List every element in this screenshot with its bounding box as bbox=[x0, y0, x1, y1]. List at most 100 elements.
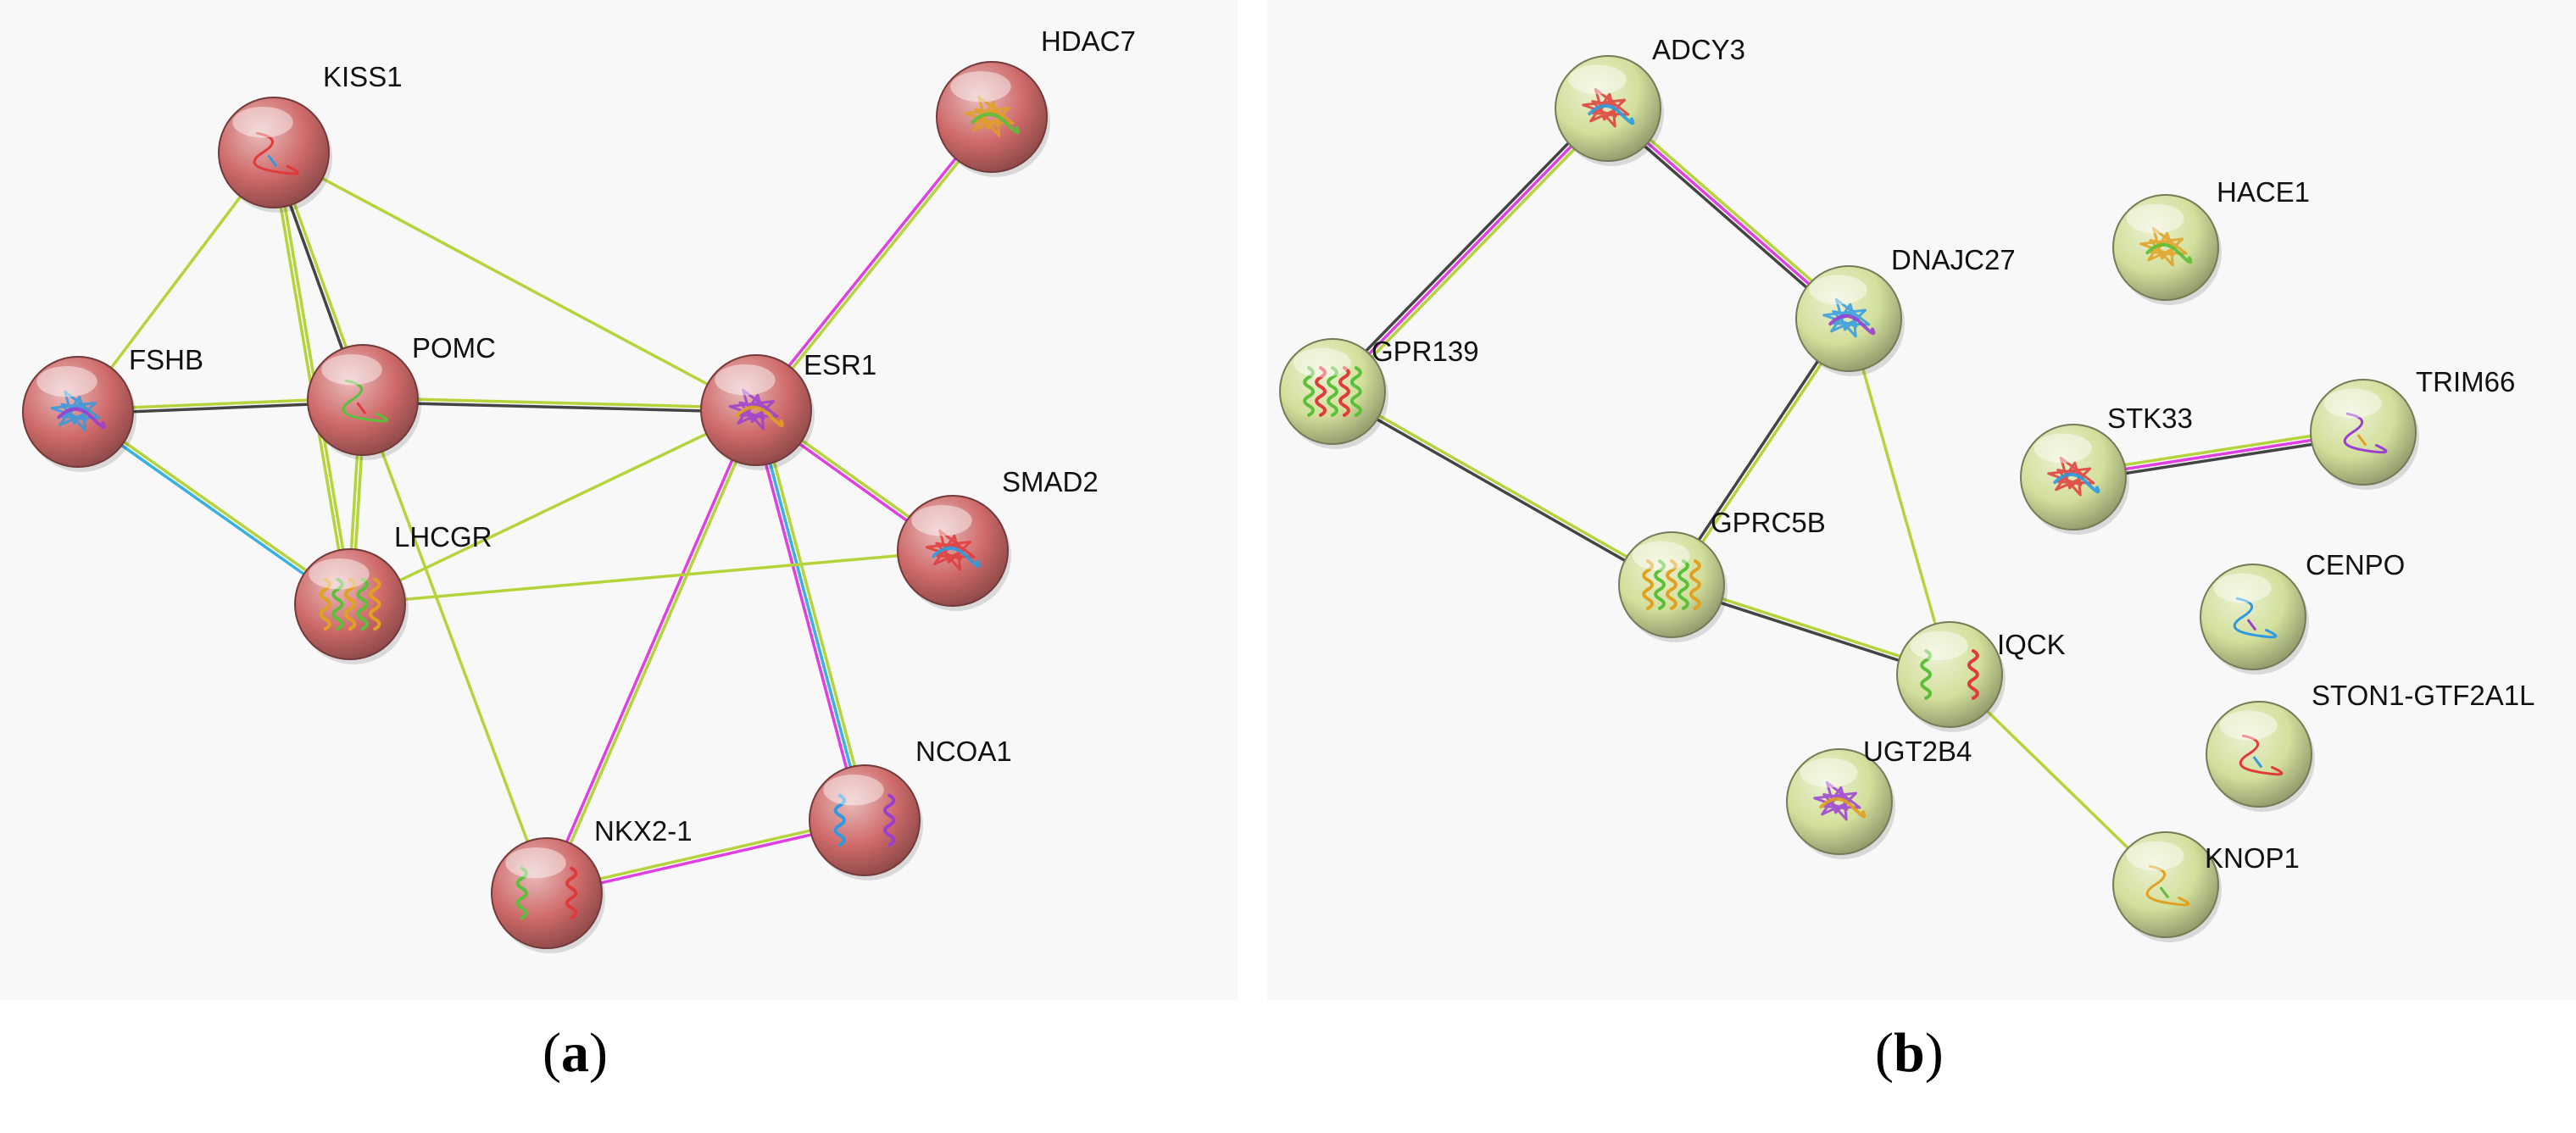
node-dnajc27[interactable]: DNAJC27 bbox=[1795, 244, 2016, 376]
protein-structure-icon bbox=[2139, 226, 2193, 267]
edge-evidence-line bbox=[1603, 110, 1848, 324]
protein-structure-icon bbox=[1822, 297, 1876, 338]
node-label: TRIM66 bbox=[2416, 366, 2515, 397]
node-sphere[interactable] bbox=[491, 837, 603, 949]
node-stk33[interactable]: STK33 bbox=[2020, 403, 2193, 535]
edge-evidence-line bbox=[1333, 109, 1613, 397]
node-sphere[interactable] bbox=[1786, 748, 1893, 855]
edge-evidence-line bbox=[750, 409, 862, 824]
edge-pomc-esr1 bbox=[361, 396, 758, 414]
node-sphere[interactable] bbox=[2310, 379, 2417, 486]
node-highlight bbox=[2219, 710, 2278, 741]
node-nkx2-1[interactable]: NKX2-1 bbox=[491, 815, 693, 953]
node-lhcgr[interactable]: LHCGR bbox=[294, 521, 492, 664]
node-sphere[interactable] bbox=[1896, 621, 2003, 728]
protein-structure-icon bbox=[515, 866, 578, 920]
node-highlight bbox=[823, 775, 884, 806]
node-highlight bbox=[2323, 388, 2382, 419]
edge-adcy3-gpr139 bbox=[1327, 103, 1613, 397]
node-sphere[interactable] bbox=[2206, 701, 2312, 808]
edge-evidence-line bbox=[756, 116, 995, 414]
edge-lhcgr-smad2 bbox=[348, 549, 954, 606]
node-highlight bbox=[309, 558, 370, 590]
node-label: HDAC7 bbox=[1041, 25, 1136, 57]
node-fshb[interactable]: FSHB bbox=[22, 344, 203, 472]
node-ncoa1[interactable]: NCOA1 bbox=[809, 736, 1012, 880]
node-esr1[interactable]: ESR1 bbox=[700, 349, 876, 470]
node-smad2[interactable]: SMAD2 bbox=[897, 466, 1099, 611]
node-highlight bbox=[2213, 573, 2272, 603]
node-cenpo[interactable]: CENPO bbox=[2200, 549, 2405, 675]
node-sphere[interactable] bbox=[2020, 424, 2127, 530]
node-knop1[interactable]: KNOP1 bbox=[2112, 831, 2300, 942]
node-sphere[interactable] bbox=[1555, 55, 1661, 162]
node-label: NCOA1 bbox=[915, 736, 1012, 767]
node-sphere[interactable] bbox=[307, 344, 419, 456]
node-highlight bbox=[505, 847, 566, 879]
node-gpr139[interactable]: GPR139 bbox=[1279, 336, 1479, 449]
node-sphere[interactable] bbox=[2112, 194, 2219, 301]
node-gprc5b[interactable]: GPRC5B bbox=[1618, 507, 1826, 642]
node-highlight bbox=[36, 366, 97, 397]
node-label: HACE1 bbox=[2217, 176, 2310, 208]
node-label: GPR139 bbox=[1371, 336, 1479, 367]
node-sphere[interactable] bbox=[1279, 338, 1386, 445]
node-iqck[interactable]: IQCK bbox=[1896, 621, 2066, 732]
protein-structure-icon bbox=[1813, 780, 1867, 821]
node-sphere[interactable] bbox=[897, 495, 1009, 607]
edge-evidence-line bbox=[542, 408, 756, 894]
node-label: DNAJC27 bbox=[1891, 244, 2016, 275]
node-ston1-gtf2a1l[interactable]: STON1-GTF2A1L bbox=[2206, 680, 2534, 812]
node-ugt2b4[interactable]: UGT2B4 bbox=[1786, 736, 1972, 859]
edge-evidence-line bbox=[361, 396, 758, 410]
node-label: ADCY3 bbox=[1652, 34, 1745, 65]
node-label: GPRC5B bbox=[1711, 507, 1826, 538]
protein-structure-icon bbox=[2233, 597, 2278, 639]
node-sphere[interactable] bbox=[218, 97, 330, 208]
node-sphere[interactable] bbox=[22, 356, 134, 468]
node-sphere[interactable] bbox=[2112, 831, 2219, 938]
node-highlight bbox=[1568, 64, 1627, 95]
protein-structure-icon bbox=[964, 95, 1020, 137]
node-sphere[interactable] bbox=[294, 548, 406, 660]
edge-esr1-lhcgr bbox=[348, 408, 758, 606]
node-highlight bbox=[2126, 203, 2184, 234]
protein-structure-icon bbox=[1303, 366, 1362, 417]
node-sphere[interactable] bbox=[2200, 564, 2306, 670]
protein-structure-icon bbox=[342, 379, 388, 423]
edge-esr1-ncoa1 bbox=[750, 407, 871, 824]
edge-evidence-line bbox=[1332, 388, 1674, 585]
node-highlight bbox=[911, 505, 972, 536]
edge-evidence-line bbox=[361, 398, 548, 895]
node-label: LHCGR bbox=[394, 521, 492, 553]
node-sphere[interactable] bbox=[809, 764, 921, 876]
edge-evidence-line bbox=[272, 151, 758, 412]
protein-structure-icon bbox=[2047, 456, 2100, 497]
node-label: KNOP1 bbox=[2205, 842, 2300, 874]
node-sphere[interactable] bbox=[700, 354, 812, 466]
protein-structure-icon bbox=[925, 529, 981, 571]
edge-evidence-line bbox=[348, 549, 954, 606]
node-sphere[interactable] bbox=[1795, 265, 1902, 372]
edge-evidence-line bbox=[348, 408, 758, 606]
node-highlight bbox=[1910, 630, 1968, 661]
node-highlight bbox=[2034, 433, 2092, 464]
node-hace1[interactable]: HACE1 bbox=[2112, 176, 2310, 305]
node-sphere[interactable] bbox=[1618, 531, 1725, 638]
node-pomc[interactable]: POMC bbox=[307, 332, 496, 460]
node-trim66[interactable]: TRIM66 bbox=[2310, 366, 2515, 490]
node-sphere[interactable] bbox=[936, 61, 1048, 173]
node-hdac7[interactable]: HDAC7 bbox=[936, 25, 1136, 177]
protein-structure-icon bbox=[319, 577, 381, 631]
node-highlight bbox=[321, 354, 382, 386]
edge-pomc-nkx2-1 bbox=[361, 398, 548, 895]
node-adcy3[interactable]: ADCY3 bbox=[1555, 34, 1745, 166]
edge-evidence-line bbox=[361, 400, 758, 414]
node-kiss1[interactable]: KISS1 bbox=[218, 61, 403, 213]
node-highlight bbox=[1800, 758, 1858, 788]
protein-structure-icon bbox=[1920, 649, 1979, 700]
node-label: IQCK bbox=[1997, 629, 2066, 660]
